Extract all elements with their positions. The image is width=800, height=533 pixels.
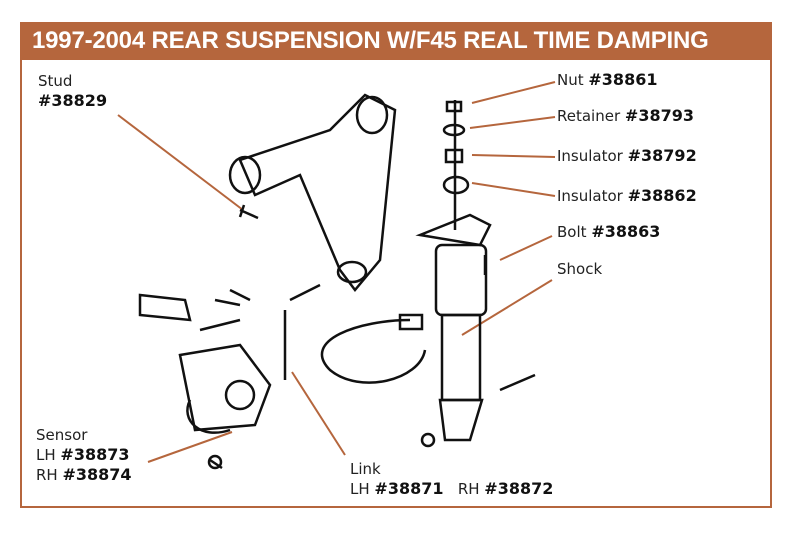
stud-label: Stud #38829 xyxy=(38,72,107,110)
side-rh: RH xyxy=(457,480,480,498)
part-name: Stud xyxy=(38,72,73,90)
sensor-label: Sensor LH #38873 RH #38874 xyxy=(36,426,132,485)
part-number: #38792 xyxy=(627,146,697,165)
insulator-lower-label: Insulator #38862 xyxy=(557,186,697,206)
part-number: #38861 xyxy=(588,70,658,89)
part-number: #38793 xyxy=(624,106,694,125)
side-rh: RH xyxy=(36,466,58,484)
insulator-upper-label: Insulator #38792 xyxy=(557,146,697,166)
part-number-rh: #38872 xyxy=(484,479,554,498)
part-number-lh: #38871 xyxy=(374,479,444,498)
part-number: #38829 xyxy=(38,91,108,110)
part-name: Nut xyxy=(557,71,584,89)
part-number-rh: #38874 xyxy=(62,465,132,484)
part-name: Link xyxy=(350,460,381,478)
part-name: Shock xyxy=(557,260,603,278)
shock-label: Shock xyxy=(557,260,602,279)
part-number: #38863 xyxy=(591,222,661,241)
side-lh: LH xyxy=(36,446,56,464)
part-name: Bolt xyxy=(557,223,587,241)
retainer-label: Retainer #38793 xyxy=(557,106,694,126)
side-lh: LH xyxy=(350,480,370,498)
nut-label: Nut #38861 xyxy=(557,70,657,90)
parts-drawing xyxy=(138,93,536,470)
part-name: Insulator xyxy=(557,147,623,165)
part-number: #38862 xyxy=(627,186,697,205)
part-number-lh: #38873 xyxy=(60,445,130,464)
link-label: Link LH #38871 RH #38872 xyxy=(350,460,553,499)
diagram-title: 1997-2004 REAR SUSPENSION W/F45 REAL TIM… xyxy=(20,22,772,60)
bolt-label: Bolt #38863 xyxy=(557,222,660,242)
part-name: Retainer xyxy=(557,107,621,125)
leader-lines xyxy=(117,81,556,463)
part-name: Sensor xyxy=(36,426,88,444)
part-name: Insulator xyxy=(557,187,623,205)
